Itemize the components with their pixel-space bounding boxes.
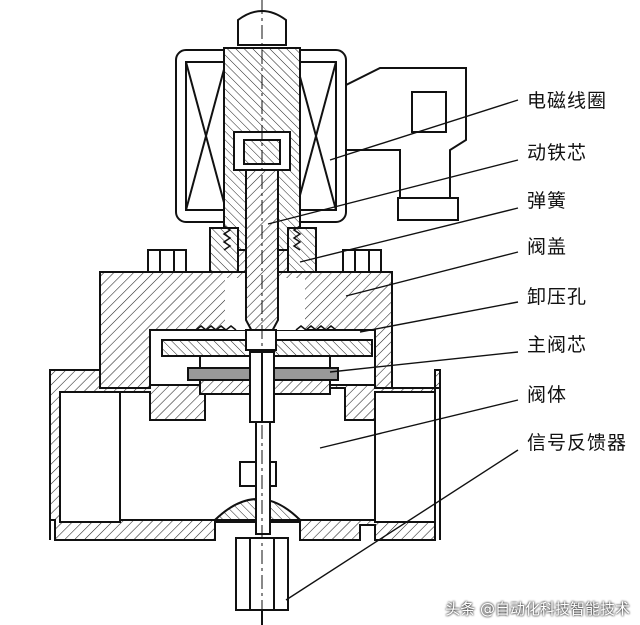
label-coil: 电磁线圈 (527, 90, 608, 112)
label-spring: 弹簧 (527, 190, 568, 212)
label-bonnet: 阀盖 (527, 236, 568, 258)
connector (345, 67, 467, 221)
label-valve-body: 阀体 (527, 384, 568, 406)
label-signal-feedback: 信号反馈器 (527, 432, 628, 454)
springs (195, 225, 337, 331)
label-main-valve-core: 主阀芯 (527, 334, 588, 356)
label-pressure-relief-hole: 卸压孔 (527, 286, 588, 308)
watermark: 头条 @自动化科技智能技术 (445, 600, 630, 618)
armature-tube (209, 10, 317, 353)
leader-lines (267, 99, 519, 601)
label-moving-core: 动铁芯 (527, 142, 588, 164)
bolts (147, 249, 382, 273)
main-valve-disk (161, 329, 373, 423)
